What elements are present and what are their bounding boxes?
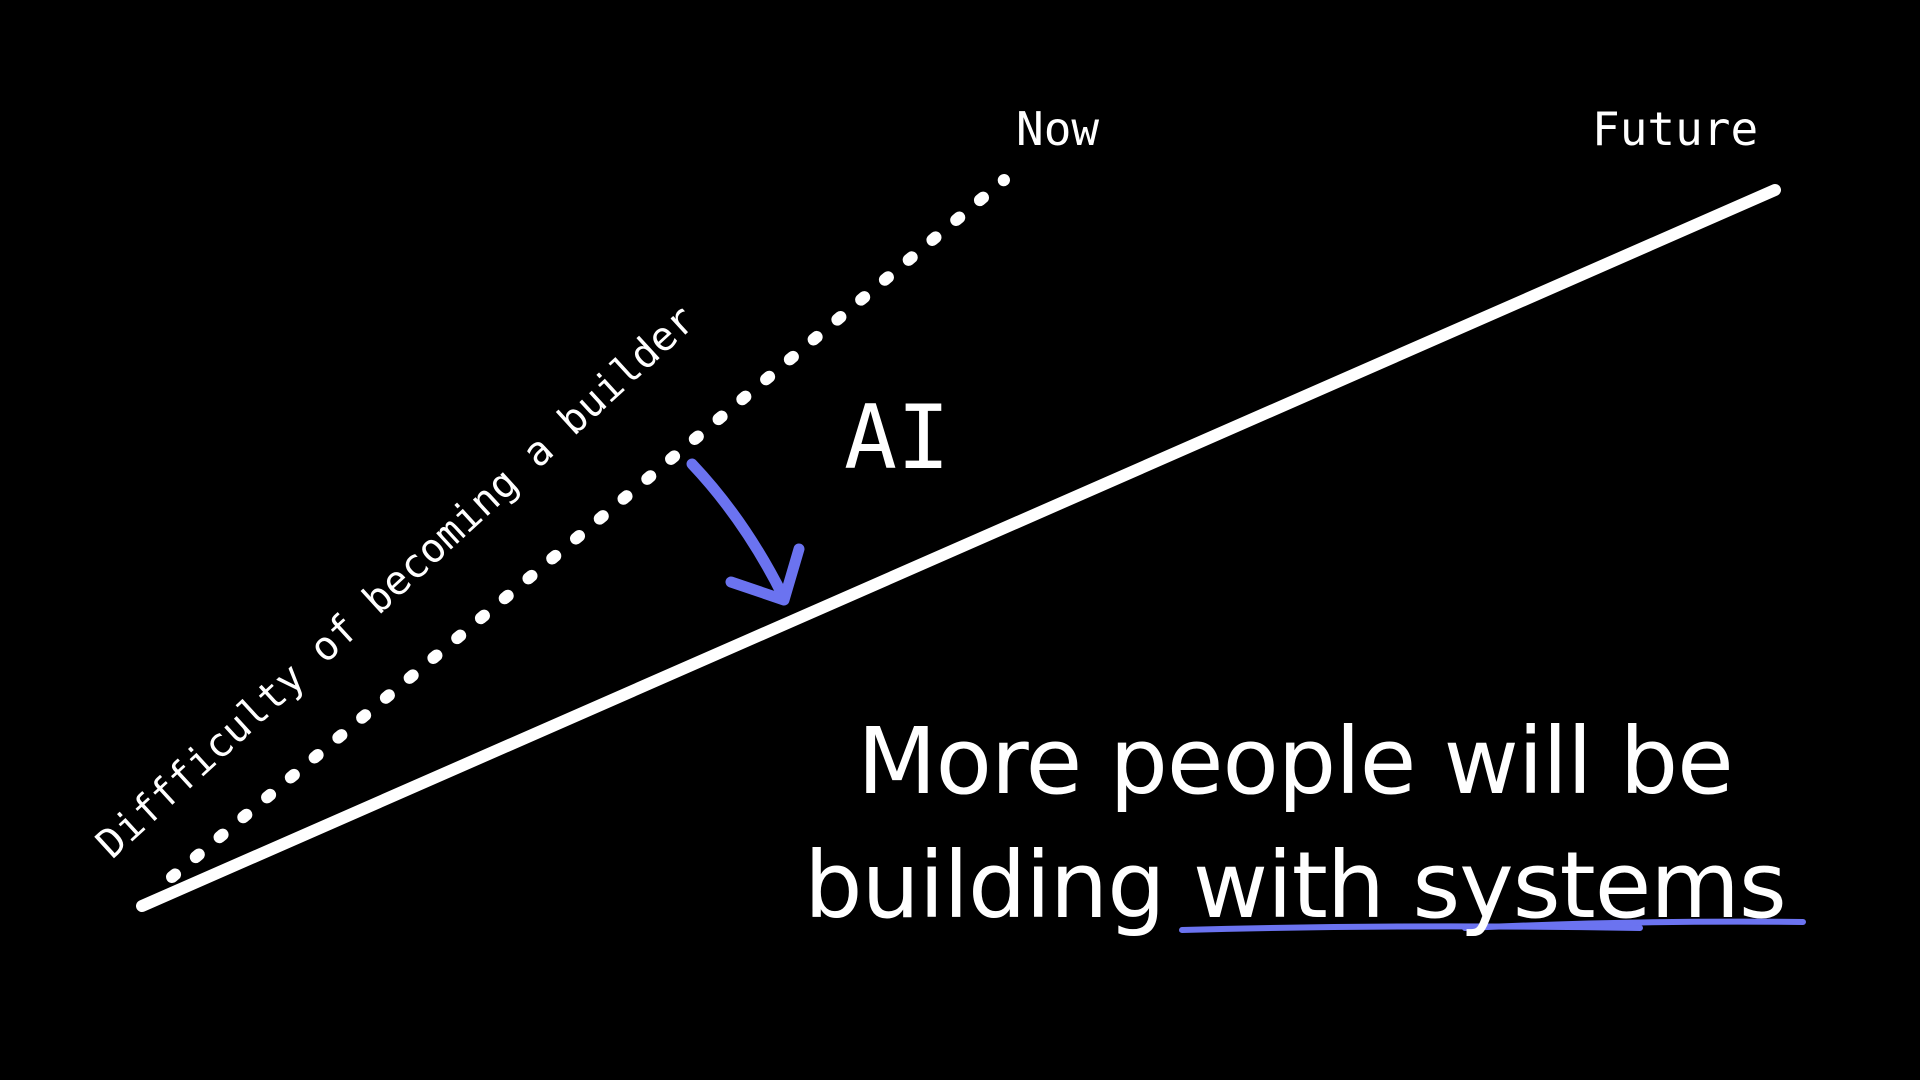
axis-label: Diffficulty of becoming a builder [88,297,705,868]
curved-down-arrow-icon [686,458,805,606]
headline-line-1: More people will be [857,708,1734,815]
headline-line-2: building with systems [760,824,1830,948]
headline-line-2-plain: building [804,832,1193,939]
hand-drawn-underline [1179,918,1806,933]
headline-emphasis: with systems [1192,832,1787,939]
future-difficulty-line [136,184,1781,912]
headline: More people will be building with system… [760,700,1830,948]
future-label: Future [1592,102,1758,156]
ai-label: AI [844,386,950,489]
now-difficulty-line [166,174,1010,883]
now-label: Now [1016,102,1099,156]
